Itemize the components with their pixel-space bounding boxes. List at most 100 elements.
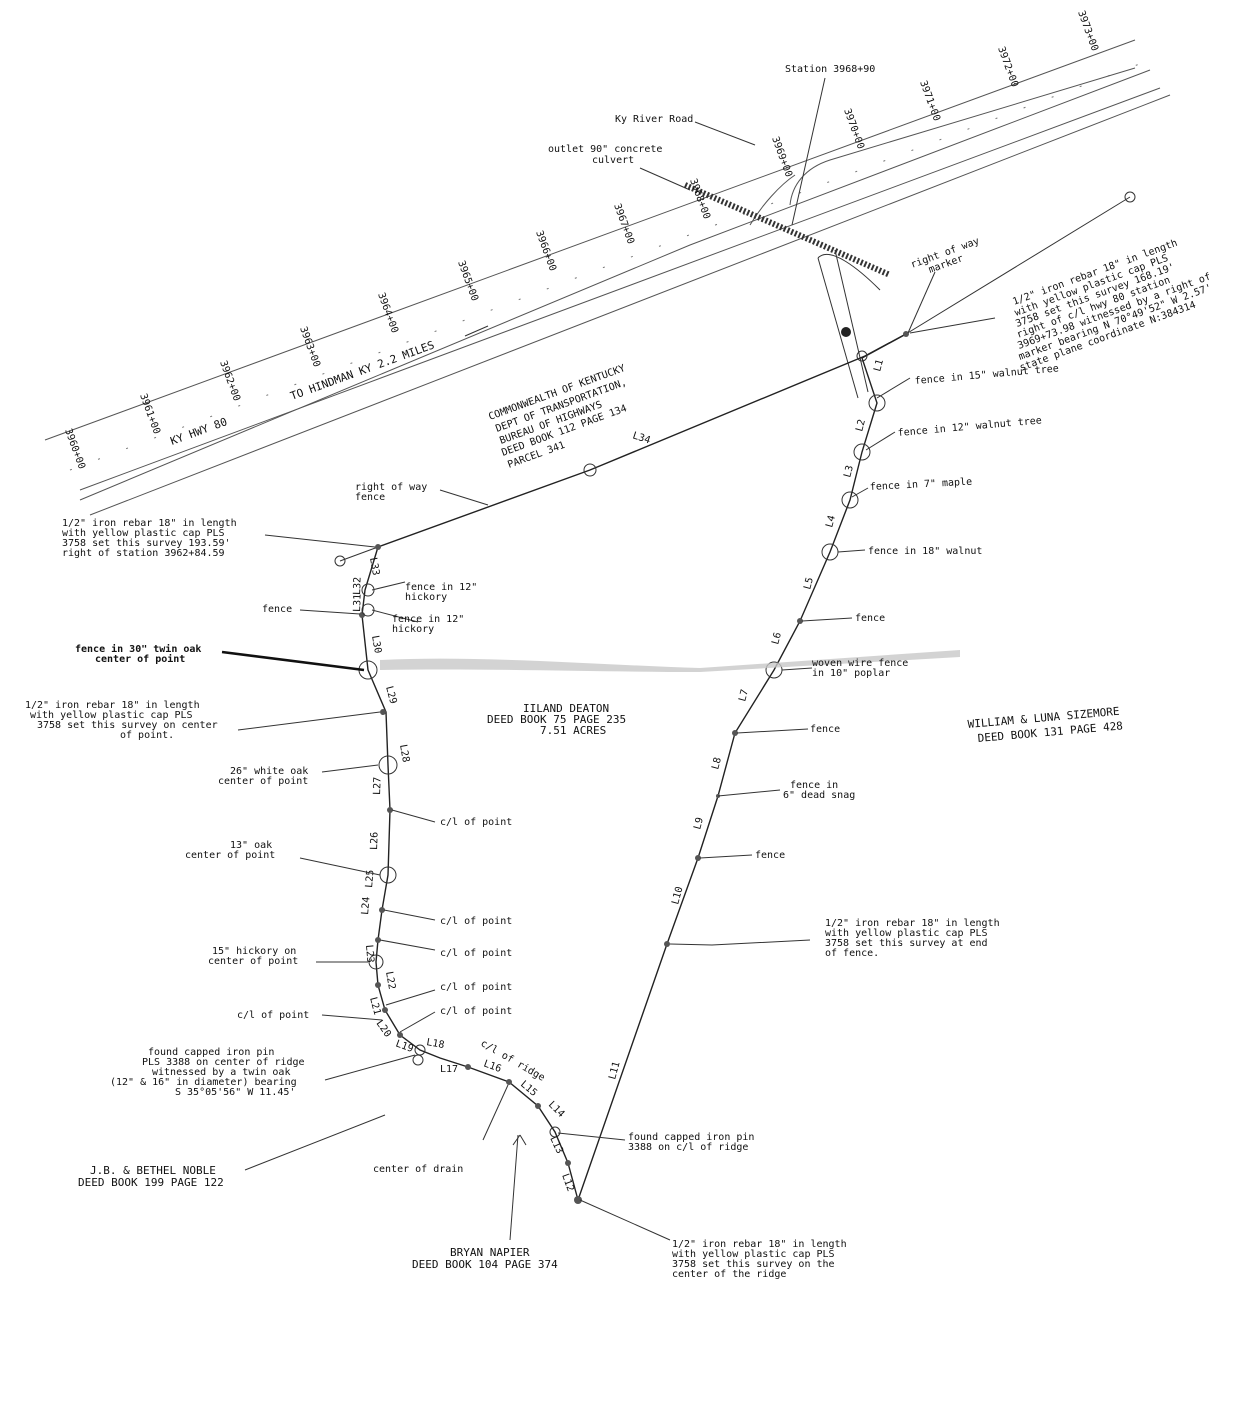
segment-label: L34 [631,430,652,446]
cl-point-callout: c/l of point [440,982,512,993]
tree-callout: hickory [392,624,434,635]
segment-label: L30 [369,635,383,655]
station-label: 3972+00 [995,45,1020,88]
center-rebar-note: with yellow plastic cap PLS [30,710,193,721]
monuments [334,331,909,1204]
tree-callout: 15" hickory on [212,946,296,957]
tree-callout: hickory [405,592,447,603]
station-label: 3969+00 [769,135,794,178]
callouts: right of way marker 1/2" iron rebar 18" … [25,236,1213,1280]
tree-callout: fence in 15" walnut tree [914,363,1059,387]
culvert-label: culvert [592,155,634,166]
tree-callout: 6" dead snag [783,790,855,801]
segment-label: L4 [824,514,838,528]
segment-label: L32 [352,577,364,595]
side-road-label: Ky River Road [615,114,693,125]
ridge-rebar-note: 1/2" iron rebar 18" in length [672,1239,847,1250]
center-rebar-note: of point. [120,730,174,741]
drain-callout: center of drain [373,1164,463,1175]
cl-point-callout: c/l of point [440,817,512,828]
tree-callout: fence in [790,780,838,791]
owner-noble: J.B. & BETHEL NOBLE [90,1164,216,1177]
tree-callout: fence in 7" maple [870,477,973,493]
ridge-rebar-note: with yellow plastic cap PLS [672,1249,835,1260]
tree-callout: 26" white oak [230,766,308,777]
segment-label: L12 [559,1172,576,1193]
tree-callout: fence in 12" walnut tree [897,415,1042,439]
end-fence-note: with yellow plastic cap PLS [825,928,988,939]
tree-callout: fence in 18" walnut [868,546,982,557]
segment-label: L7 [737,688,751,702]
owner-napier: BRYAN NAPIER [450,1246,530,1259]
segment-label: L27 [372,777,384,795]
found-pin-note: witnessed by a twin oak [152,1067,290,1078]
station-label: 3965+00 [455,259,480,302]
owner-deaton: 7.51 ACRES [540,724,606,737]
found-pin-note: found capped iron pin [628,1132,754,1143]
west-rebar-note: 1/2" iron rebar 18" in length [62,518,237,529]
segment-label: L24 [360,896,373,915]
segment-label: L15 [518,1079,539,1099]
west-rebar-note: with yellow plastic cap PLS [62,528,225,539]
segment-label: L19 [394,1038,415,1055]
end-fence-note: of fence. [825,948,879,959]
highway-corridor [44,39,1171,516]
station-label: 3970+00 [841,107,866,150]
cl-point-callout: c/l of point [440,916,512,927]
cl-point-callout: c/l of point [440,948,512,959]
fence-callout: fence [755,850,785,861]
found-pin-note: PLS 3388 on center of ridge [142,1057,305,1068]
station-label: 3962+00 [217,359,242,402]
rebar-monument [334,555,346,567]
segment-label: L21 [367,996,382,1016]
segment-label: L3 [842,464,856,478]
tree-callout: fence in 12" [405,582,477,593]
tree-callout: woven wire fence [812,658,908,669]
highway-name: KY HWY 80 [169,415,229,448]
segment-label: L6 [770,631,784,645]
segment-label: L33 [367,557,381,577]
fence-callout: fence [855,613,885,624]
segment-label: L28 [397,744,411,764]
cl-point-callout: c/l of point [440,1006,512,1017]
scan-smudge [380,650,960,672]
found-pin-note: 3388 on c/l of ridge [628,1142,748,1153]
station-label: 3966+00 [533,229,558,272]
tree-callout: center of point [208,956,298,967]
tree-callout: center of point [218,776,308,787]
ridge-rebar-note: 3758 set this survey on the [672,1259,835,1270]
segment-label: L5 [802,576,816,590]
tree-callout: center of point [185,850,275,861]
station-label: 3968+00 [687,177,712,220]
segment-label: L10 [670,885,685,905]
cl-point-callout: c/l of point [237,1010,309,1021]
segment-label: L17 [440,1064,458,1075]
twin-oak-callout: center of point [95,653,185,665]
marker-symbol [841,327,851,337]
station-label: 3960+00 [62,427,87,470]
station-callout: Station 3968+90 [785,64,875,75]
segment-label: L14 [546,1099,567,1120]
segment-label: L9 [692,816,706,830]
station-label: 3963+00 [297,325,322,368]
fence-callout: fence [810,724,840,735]
center-rebar-note: 3758 set this survey on center [37,720,218,731]
tree-callout: 13" oak [230,840,272,851]
end-fence-note: 1/2" iron rebar 18" in length [825,918,1000,929]
tree-callout: in 10" poplar [812,668,890,679]
culvert [683,182,892,278]
owner-napier: DEED BOOK 104 PAGE 374 [412,1258,558,1271]
segment-label: L29 [383,685,398,705]
station-label: 3971+00 [917,79,942,122]
segment-label: L2 [854,418,868,432]
segment-label: L22 [383,971,397,991]
segment-label: L20 [374,1018,393,1039]
segment-label: L18 [425,1037,445,1051]
segment-labels: L1 L2 L3 L4 L5 L6 L7 L8 L9 L10 L11 L12 L… [352,358,886,1193]
owners: IILAND DEATON DEED BOOK 75 PAGE 235 7.51… [78,702,1123,1271]
segment-label: L8 [710,756,724,770]
west-rebar-note: right of station 3962+84.59 [62,548,225,559]
segment-label: L11 [607,1060,622,1080]
culvert-label: outlet 90" concrete [548,144,662,155]
owner-deaton: DEED BOOK 75 PAGE 235 [487,713,626,726]
